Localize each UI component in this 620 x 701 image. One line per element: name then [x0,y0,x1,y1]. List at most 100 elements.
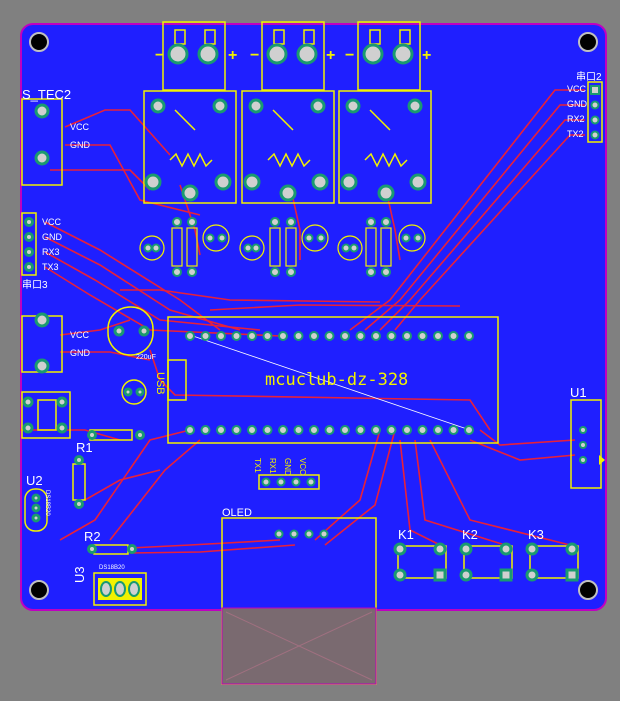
mcu-pin [231,425,242,435]
svg-text:+: + [326,47,335,64]
serial2-header [587,81,603,143]
designator-u1: U1 [570,385,587,400]
mcu-header-pins [185,331,474,435]
u1-module [570,399,602,489]
mcu-pin [355,331,366,341]
mcu-pin [464,425,474,435]
mcu-pin [293,331,304,341]
mcu-pin [262,331,273,341]
key-k3 [529,545,579,579]
mcu-pin [324,331,335,341]
mcu-pin [417,331,428,341]
mcu-pin [386,425,397,435]
left-pads [22,103,150,554]
tec-connector [21,98,63,186]
designator-oled: OLED [222,507,252,519]
serial2-pin-rx2: RX2 [567,114,585,124]
tec-lower-pin-gnd: GND [70,348,90,358]
capacitor-value: 220uF [136,354,156,361]
serial2-pin-tx2: TX2 [567,129,584,139]
mcu-pin [185,425,195,435]
svg-text:+: + [228,47,237,64]
designator-k1: K1 [398,527,414,542]
relay-pads [144,98,427,202]
svg-text:+: + [422,47,431,64]
mcu-pin [371,425,381,435]
mcu-pin [464,331,474,341]
mounting-hole [29,32,49,52]
mcu-pin [402,425,412,435]
u2-part-label: DS18B20 [44,490,50,516]
capacitor [121,379,147,405]
relay [143,90,237,204]
uart-pin-gnd: GND [283,458,292,476]
designator-k3: K3 [528,527,544,542]
screw-terminal [261,21,325,91]
serial2-pin-gnd: GND [567,99,587,109]
key-k2 [463,545,513,579]
relay [338,90,432,204]
serial3-header [21,212,37,276]
keys [397,545,579,579]
mcu-pin [278,425,288,435]
mcu-pin [448,331,459,341]
terminal-pads [167,43,414,65]
mcu-pin [262,425,273,435]
usb-label: USB [154,372,166,395]
mcu-pin [293,425,304,435]
mcu-pin [324,425,335,435]
uart-header [258,474,320,490]
u3-part [93,572,147,606]
relay [241,90,335,204]
tec-lower-pin-vcc: VCC [70,330,90,340]
mcu-pin [433,331,443,341]
serial2-pin-vcc: VCC [567,84,587,94]
mcu-pin [417,425,428,435]
mounting-hole [29,580,49,600]
svg-text:−: − [250,47,259,64]
designator-serial3: 串口3 [22,280,48,291]
svg-text:−: − [345,47,354,64]
mcu-pin [340,425,350,435]
mcu-pin [448,425,459,435]
designator-u3: U3 [72,566,87,583]
mcu-pin [247,331,257,341]
mcu-pin [371,331,381,341]
usb-port [167,359,187,401]
mcu-pin [216,331,226,341]
mcu-pin [200,331,211,341]
mounting-hole [578,580,598,600]
svg-text:−: − [155,47,164,64]
serial3-pin-gnd: GND [42,232,62,242]
tec-pin-gnd: GND [70,140,90,150]
tec-pin-vcc: VCC [70,122,90,132]
screw-terminal [162,21,226,91]
screw-terminal [357,21,421,91]
mcu-pin [231,331,242,341]
relays [143,90,432,204]
mcu-pin [340,331,350,341]
mcu-pin [185,331,195,341]
mcu-pin [433,425,443,435]
mcu-pin [386,331,397,341]
designator-serial2: 串口2 [576,72,602,83]
serial3-pin-rx3: RX3 [42,247,60,257]
u2-body [24,488,48,532]
uart-pin-rx1: RX1 [268,458,277,474]
uart-pin-tx1: TX1 [253,458,262,473]
driver-pads [143,217,423,277]
electrolytic-capacitor [107,306,154,356]
key-k1 [397,545,447,579]
mcu-pin [278,331,288,341]
mcu-pin [309,425,319,435]
serial3-pin-tx3: TX3 [42,262,59,272]
mcu-pin [402,331,412,341]
designator-r1: R1 [76,440,93,455]
traces [20,89,585,554]
mcu-pin [200,425,211,435]
uart-pin-vcc: VCC [298,458,307,475]
mounting-holes [29,32,598,600]
board-title: mcuclub-dz-328 [265,370,409,390]
switch [21,391,71,439]
